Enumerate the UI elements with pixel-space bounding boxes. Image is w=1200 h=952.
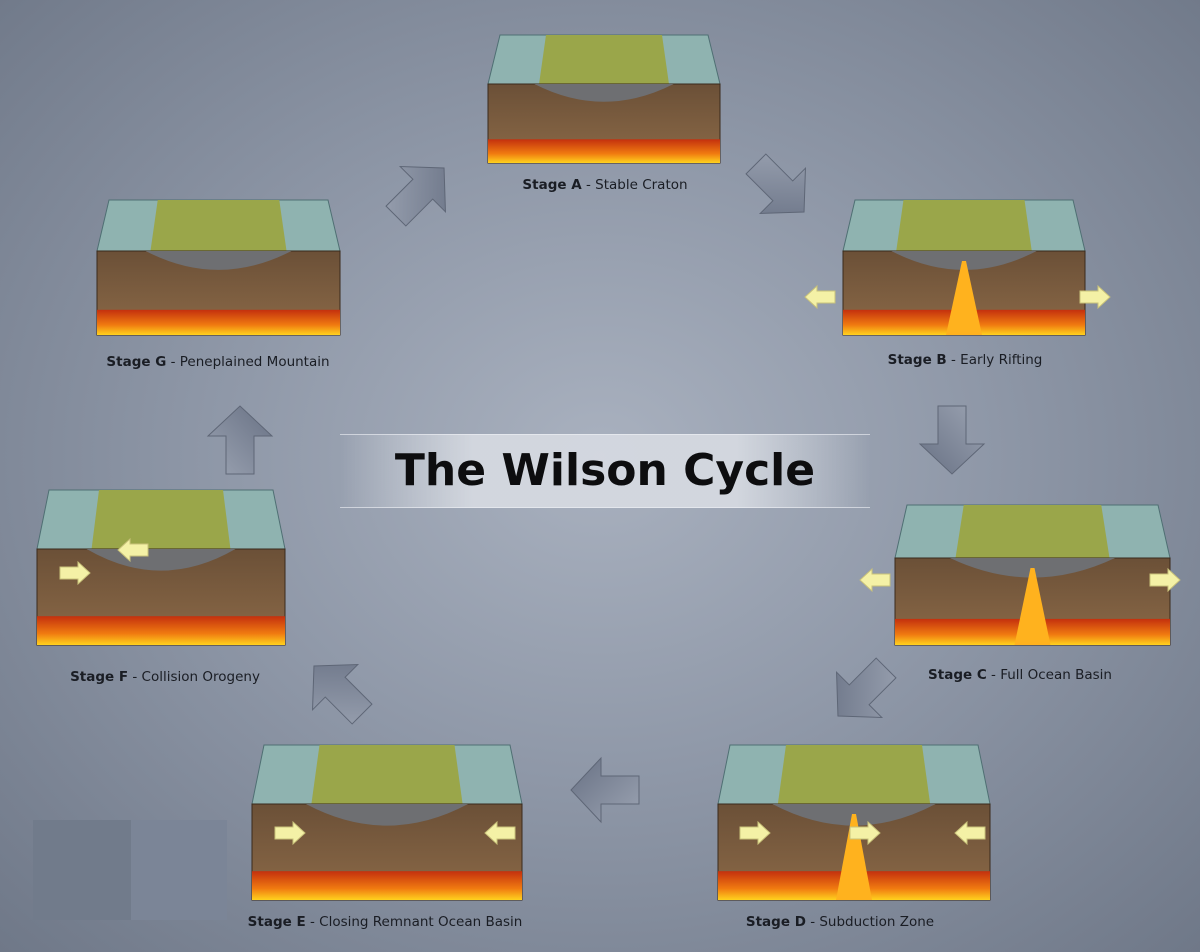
stage-b-block	[842, 199, 1086, 336]
stage-g-label: Stage G - Peneplained Mountain	[106, 354, 329, 370]
plate-motion-arrow-icon	[117, 537, 149, 563]
magma-plume	[836, 814, 872, 900]
stage-name: - Early Rifting	[946, 352, 1043, 368]
plate-motion-arrow-icon	[739, 820, 771, 846]
plate-motion-arrow-icon	[1149, 567, 1181, 593]
cycle-arrow-icon	[385, 166, 446, 227]
plate-motion-arrow-icon	[59, 560, 91, 586]
plate-motion-arrow-icon	[274, 820, 306, 846]
land-surface	[955, 505, 1110, 558]
stage-g-block	[96, 199, 341, 336]
plate-motion-arrow-icon	[1079, 284, 1111, 310]
stage-f-label: Stage F - Collision Orogeny	[70, 669, 260, 685]
stage-prefix: Stage D	[745, 914, 806, 930]
stage-a-block	[487, 34, 721, 164]
stage-e-block	[251, 744, 523, 901]
mantle-layer	[488, 139, 720, 163]
craton-rock	[145, 251, 292, 270]
cycle-arrow-icon	[745, 153, 806, 214]
craton-rock	[534, 84, 674, 102]
stage-prefix: Stage E	[247, 914, 306, 930]
cycle-arrow-icon	[918, 405, 986, 475]
land-surface	[777, 745, 931, 804]
stage-b-label: Stage B - Early Rifting	[888, 352, 1043, 368]
placeholder-box	[131, 820, 227, 920]
land-surface	[91, 490, 231, 549]
title-banner: The Wilson Cycle	[340, 434, 870, 508]
stage-e-label: Stage E - Closing Remnant Ocean Basin	[248, 914, 523, 930]
stage-name: - Collision Orogeny	[128, 669, 260, 685]
stage-d-block	[717, 744, 991, 901]
plate-motion-arrow-icon	[804, 284, 836, 310]
stage-name: - Full Ocean Basin	[986, 667, 1112, 683]
stage-prefix: Stage F	[70, 669, 129, 685]
mantle-layer	[97, 309, 340, 335]
craton-rock	[950, 558, 1115, 578]
stage-name: - Stable Craton	[581, 177, 688, 193]
stage-prefix: Stage A	[522, 177, 582, 193]
cycle-arrow-icon	[312, 664, 373, 725]
cycle-arrow-icon	[836, 657, 897, 718]
plate-motion-arrow-icon	[954, 820, 986, 846]
stage-prefix: Stage C	[928, 667, 987, 683]
stage-name: - Peneplained Mountain	[166, 354, 330, 370]
stage-c-label: Stage C - Full Ocean Basin	[928, 667, 1112, 683]
cycle-arrow-icon	[206, 405, 274, 475]
craton-rock	[891, 251, 1037, 270]
mantle-layer	[37, 616, 285, 645]
land-surface	[150, 200, 287, 251]
plate-motion-arrow-icon	[484, 820, 516, 846]
stage-d-label: Stage D - Subduction Zone	[746, 914, 934, 930]
mantle-layer	[252, 871, 522, 900]
placeholder-box	[33, 820, 133, 920]
stage-name: - Closing Remnant Ocean Basin	[305, 914, 523, 930]
plate-motion-arrow-icon	[849, 820, 881, 846]
land-surface	[539, 35, 669, 84]
land-surface	[896, 200, 1032, 251]
magma-plume	[1014, 568, 1051, 645]
plate-motion-arrow-icon	[859, 567, 891, 593]
cycle-arrow-icon	[570, 756, 640, 824]
diagram-title: The Wilson Cycle	[394, 445, 816, 496]
stage-name: - Subduction Zone	[805, 914, 935, 930]
land-surface	[311, 745, 463, 804]
stage-prefix: Stage G	[106, 354, 167, 370]
craton-rock	[306, 804, 468, 826]
stage-c-block	[894, 504, 1171, 646]
stage-a-label: Stage A - Stable Craton	[522, 177, 687, 193]
stage-prefix: Stage B	[887, 352, 947, 368]
magma-plume	[946, 261, 982, 335]
